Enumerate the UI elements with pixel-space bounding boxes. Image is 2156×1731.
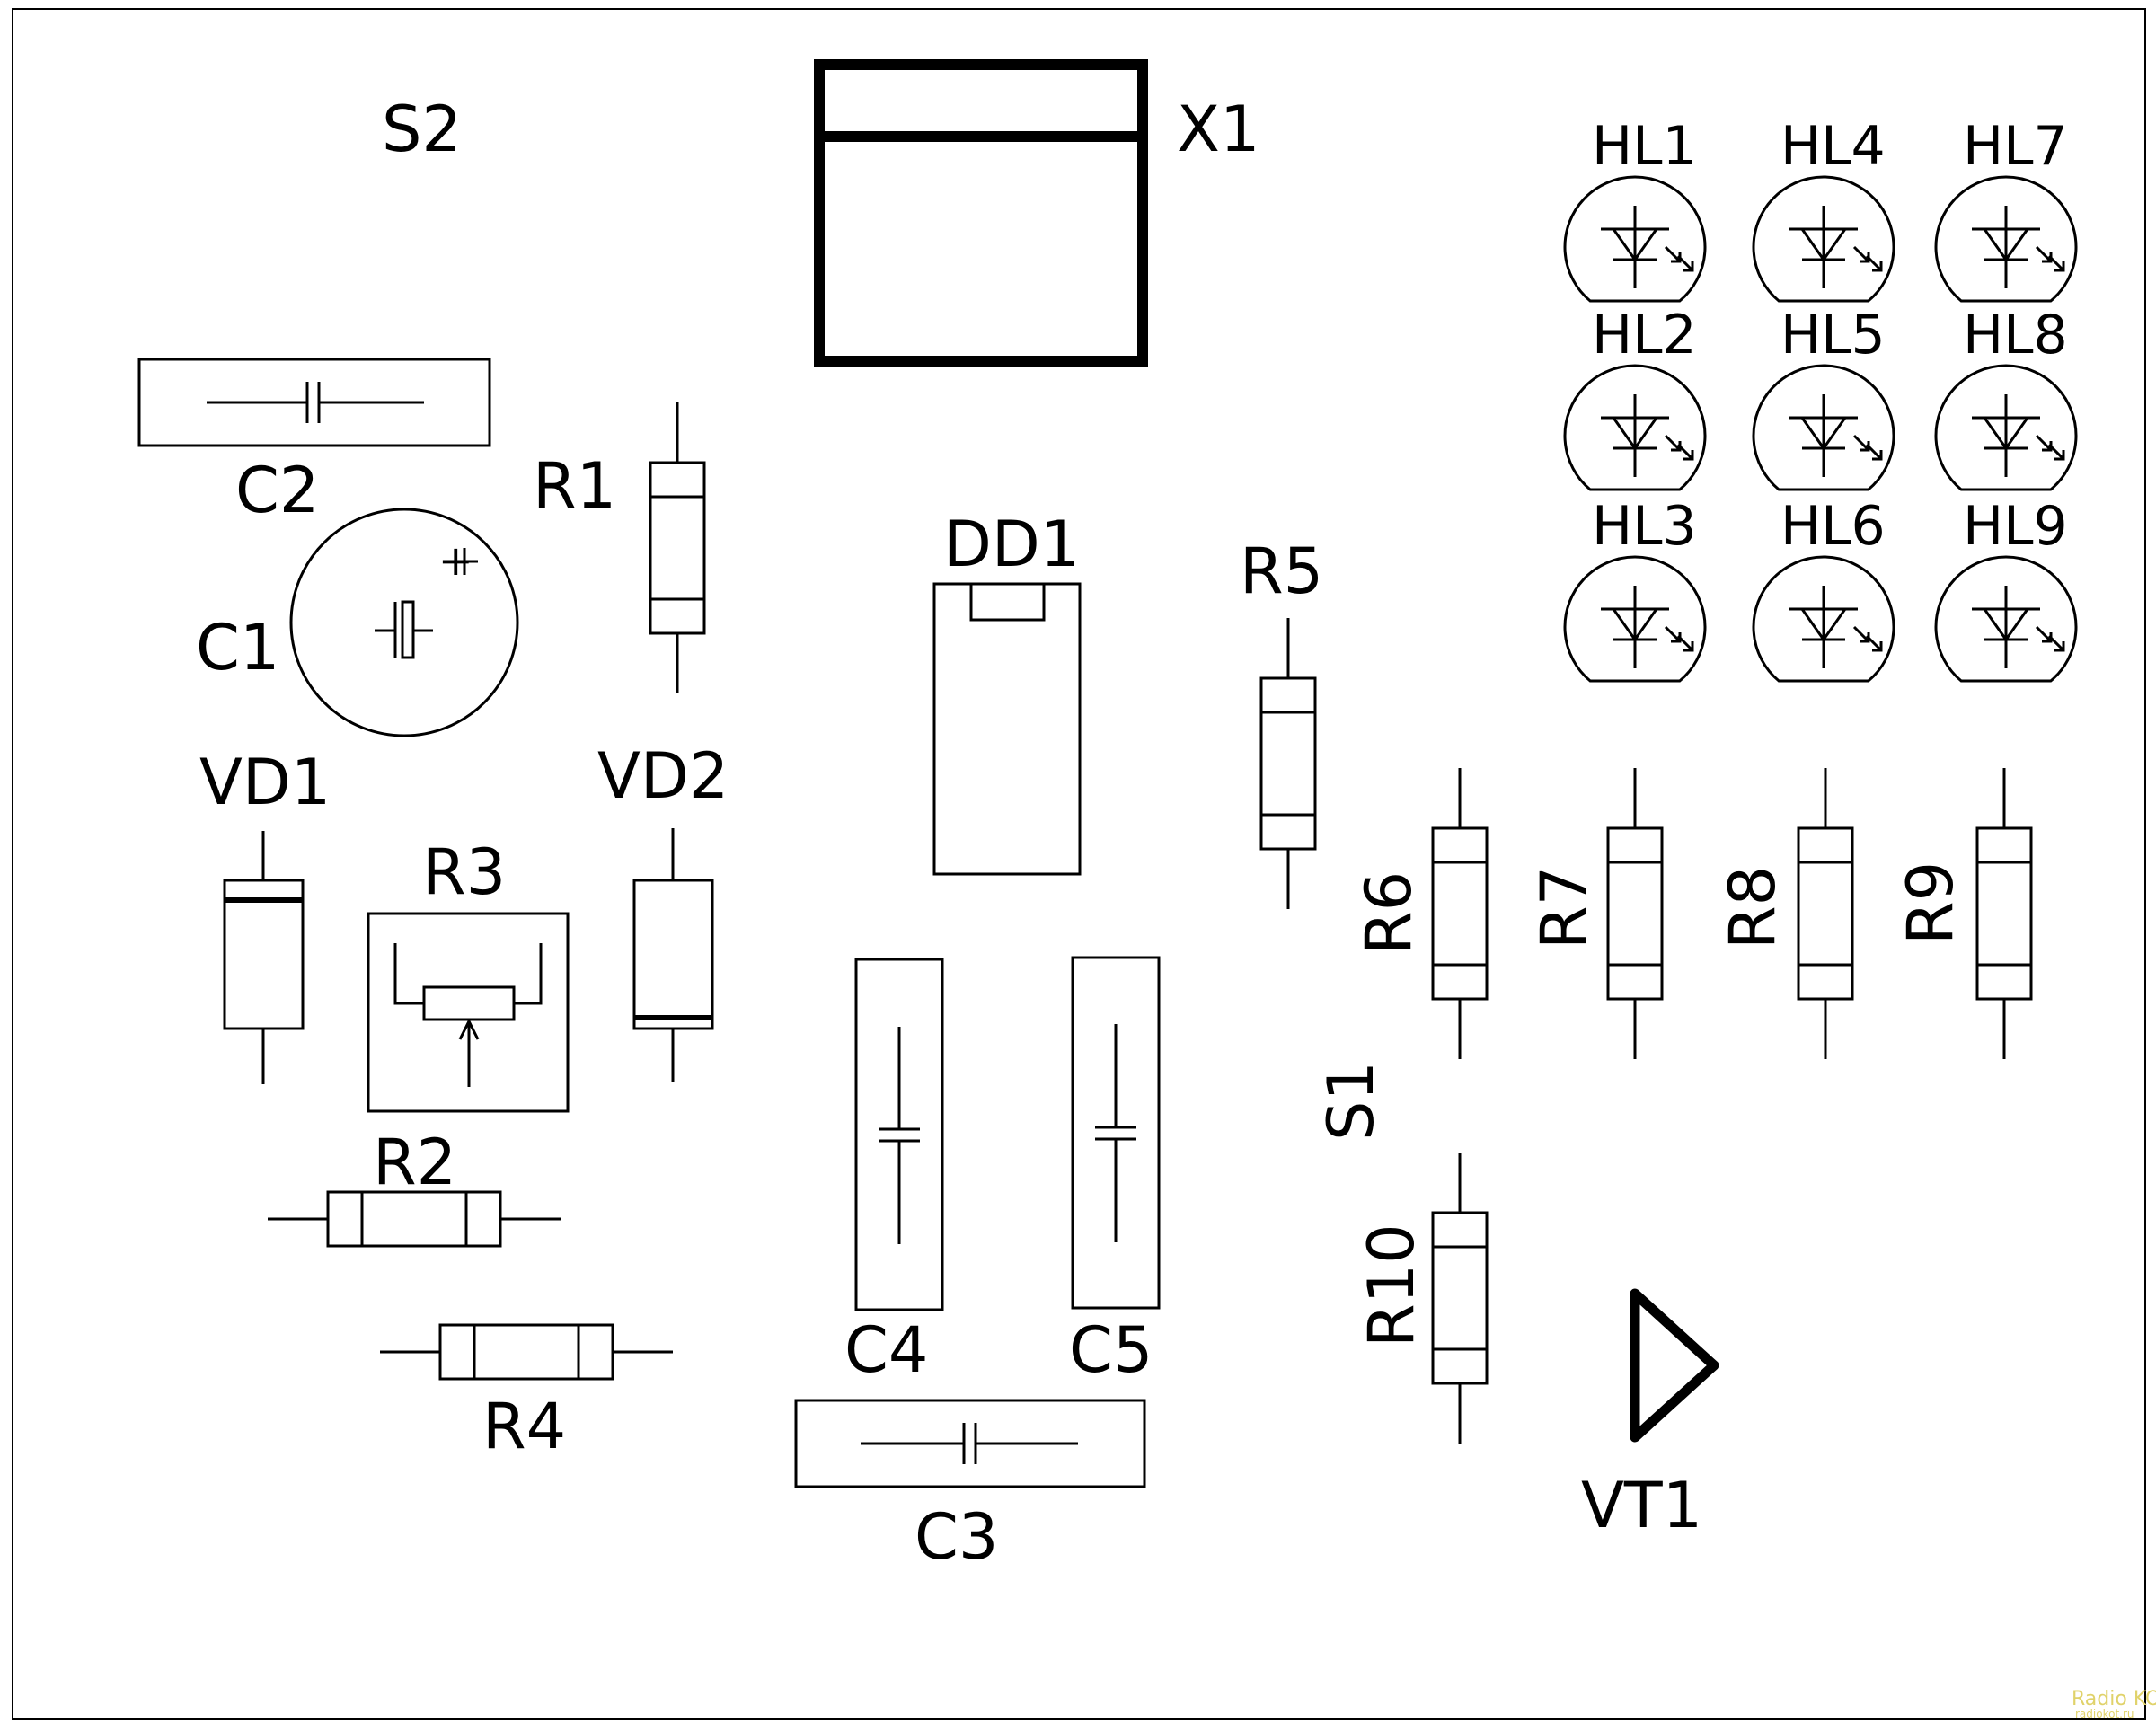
label-vd1: VD1: [199, 746, 331, 819]
label-hl3: HL3: [1592, 495, 1697, 558]
label-c3: C3: [915, 1500, 998, 1574]
vd1-diode: [223, 831, 305, 1084]
led-hl3: HL3: [1563, 495, 1707, 683]
r7-resistor: [1606, 768, 1664, 1059]
led-hl6: HL6: [1752, 495, 1895, 683]
r5-resistor: [1259, 618, 1317, 909]
label-vt1: VT1: [1581, 1469, 1702, 1542]
label-c5: C5: [1069, 1313, 1153, 1387]
label-c1: C1: [196, 611, 279, 684]
label-hl7: HL7: [1963, 115, 2068, 178]
label-hl5: HL5: [1780, 304, 1886, 367]
label-vd2: VD2: [597, 739, 729, 813]
label-dd1: DD1: [943, 508, 1080, 581]
label-r1: R1: [533, 449, 616, 523]
label-s1: S1: [1314, 1061, 1388, 1141]
label-r4: R4: [482, 1390, 566, 1463]
label-r3: R3: [422, 835, 506, 909]
r3-trimmer: [367, 912, 570, 1113]
label-c2: C2: [235, 454, 319, 527]
label-r2: R2: [373, 1126, 456, 1199]
label-hl8: HL8: [1963, 304, 2068, 367]
labels: S2 X1 C2 R1 C1 DD1 R5 VD1 VD2 R3 R2 R4 C…: [196, 93, 1967, 1574]
vd2-diode: [632, 828, 714, 1082]
c4-capacitor: [854, 958, 944, 1311]
r8-resistor: [1797, 768, 1854, 1059]
c1-capacitor: [289, 508, 519, 737]
r6-resistor: [1431, 768, 1489, 1059]
led-hl4: HL4: [1752, 115, 1895, 303]
label-x1: X1: [1177, 93, 1260, 166]
label-hl6: HL6: [1780, 495, 1886, 558]
label-hl9: HL9: [1963, 495, 2068, 558]
c2-capacitor: [137, 358, 491, 447]
vt1-transistor: [1630, 1288, 1719, 1443]
label-r6: R6: [1352, 871, 1426, 955]
r4-resistor: [380, 1323, 673, 1381]
label-r10: R10: [1355, 1223, 1428, 1347]
label-c4: C4: [844, 1313, 928, 1387]
watermark-line1: Radio KOT: [2072, 1688, 2156, 1710]
label-s2: S2: [382, 93, 462, 166]
label-r8: R8: [1716, 866, 1789, 949]
board-outline: [12, 8, 2146, 1720]
label-hl1: HL1: [1592, 115, 1697, 178]
c1-polarity-mark: +: [438, 536, 473, 585]
r1-resistor: [649, 402, 706, 693]
led-hl9: HL9: [1934, 495, 2078, 683]
r2-resistor: [268, 1190, 561, 1248]
led-hl7: HL7: [1934, 115, 2078, 303]
r9-resistor: [1975, 768, 2033, 1059]
label-hl2: HL2: [1592, 304, 1697, 367]
led-hl8: HL8: [1934, 304, 2078, 491]
x1-connector: [814, 59, 1148, 367]
r10-resistor: [1431, 1153, 1489, 1444]
label-r7: R7: [1527, 866, 1601, 949]
label-hl4: HL4: [1780, 115, 1886, 178]
led-hl2: HL2: [1563, 304, 1707, 491]
watermark-line2: radiokot.ru: [2075, 1708, 2134, 1720]
watermark-logo: Radio KOT radiokot.ru: [2072, 1688, 2156, 1720]
led-hl1: HL1: [1563, 115, 1707, 303]
label-r9: R9: [1894, 861, 1967, 945]
c3-capacitor: [794, 1399, 1146, 1488]
label-r5: R5: [1240, 534, 1323, 608]
dd1-ic: [932, 582, 1082, 876]
led-hl5: HL5: [1752, 304, 1895, 491]
c5-capacitor: [1071, 956, 1161, 1310]
